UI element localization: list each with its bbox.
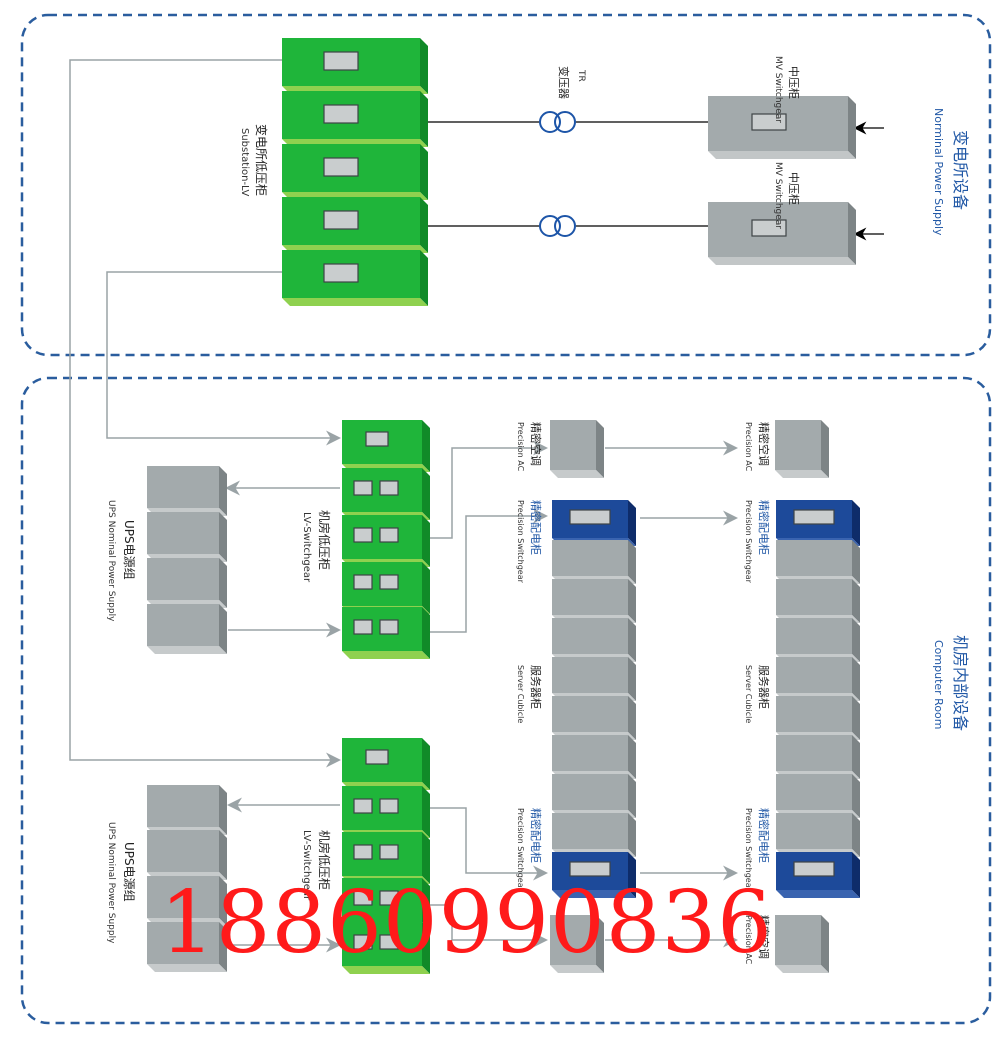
mv-label-en: MV Switchgear	[773, 162, 783, 229]
server-cubicle	[552, 579, 636, 623]
server-cubicle-label-en: Server Cubicle	[744, 665, 753, 723]
ups-cabinet	[147, 785, 227, 835]
precision-switchgear-label-cn: 精密配电柜	[529, 500, 543, 555]
lv-switchgear-cabinet	[342, 468, 430, 520]
server-cubicle-label-en: Server Cubicle	[516, 665, 525, 723]
mv-switchgear-cabinet	[708, 202, 856, 265]
precision-switchgear-label-en: Precision Switchgear	[516, 808, 525, 892]
server-cubicle	[552, 813, 636, 857]
precision-ac-unit	[550, 420, 604, 478]
server-cubicle	[776, 540, 860, 584]
server-cubicle-label-cn: 服务器柜	[757, 665, 770, 709]
lv-switchgear-cabinet	[342, 607, 430, 659]
server-cubicle	[776, 618, 860, 662]
server-cubicle	[552, 657, 636, 701]
mv-switchgear-cabinet	[708, 96, 856, 159]
lv-switchgear-cabinet	[342, 738, 430, 790]
precision-switchgear-cabinet	[552, 500, 636, 546]
precision-ac-unit	[775, 915, 829, 973]
precision-switchgear-label-cn: 精密配电柜	[757, 808, 771, 863]
ups-cabinet	[147, 922, 227, 972]
lv-switchgear-cabinet	[342, 922, 430, 974]
substation-lv-cabinet	[282, 91, 428, 147]
server-cubicle	[776, 774, 860, 818]
ups-cabinet	[147, 512, 227, 562]
ups-cabinet	[147, 466, 227, 516]
precision-switchgear-label-cn: 精密配电柜	[529, 808, 543, 863]
precision-ac-label-en: Precision AC	[516, 422, 525, 472]
server-cubicle	[776, 579, 860, 623]
lv-switchgear-cabinet	[342, 420, 430, 472]
mv-label-cn: 中压柜	[787, 172, 800, 205]
ups-cabinet	[147, 604, 227, 654]
precision-switchgear-label-cn: 精密配电柜	[757, 500, 771, 555]
precision-switchgear-cabinet	[776, 500, 860, 546]
substation-lv-cabinet	[282, 38, 428, 94]
ups-label-cn: UPS电源组	[122, 842, 136, 902]
connection-lines	[69, 59, 738, 953]
server-cubicle	[776, 735, 860, 779]
lv-switchgear-cabinet	[342, 878, 430, 930]
mv-label-en: MV Switchgear	[773, 56, 783, 123]
hv-lines	[428, 121, 884, 241]
section-title-room-cn: 机房内部设备	[951, 635, 970, 731]
precision-switchgear-cabinet	[776, 852, 860, 898]
server-cubicle-label-cn: 服务器柜	[529, 665, 542, 709]
server-cubicle	[552, 774, 636, 818]
lv-switchgear-label-cn: 机房低压柜	[317, 510, 332, 570]
ups-label-en: UPS Nominal Power Supply	[106, 822, 116, 944]
phone-watermark: 18860990836	[160, 873, 773, 973]
substation-lv-cabinet	[282, 250, 428, 306]
precision-ac-label-cn: 精密空调	[529, 422, 543, 466]
lv-switchgear-label-cn: 机房低压柜	[317, 830, 332, 890]
section-border-room	[20, 376, 992, 1025]
server-cubicle	[552, 735, 636, 779]
ups-label-en: UPS Nominal Power Supply	[106, 500, 116, 622]
lv-switchgear-cabinet	[342, 515, 430, 567]
server-cubicle	[776, 657, 860, 701]
precision-switchgear-cabinet	[552, 852, 636, 898]
ups-cabinet	[147, 558, 227, 608]
precision-switchgear-label-en: Precision Switchgear	[744, 500, 753, 584]
substation-label-cn: 变电所低压柜	[254, 124, 269, 196]
lv-switchgear-cabinet	[342, 786, 430, 838]
lv-switchgear-label-en: LV-Switchgear	[301, 512, 312, 583]
lv-switchgear-cabinet	[342, 562, 430, 614]
server-cubicle	[776, 696, 860, 740]
lv-switchgear-label-en: LV-Switchgear	[301, 830, 312, 901]
server-cubicle	[552, 618, 636, 662]
precision-switchgear-label-en: Precision Switchgear	[516, 500, 525, 584]
server-cubicle	[552, 696, 636, 740]
section-title-room-en: Computer Room	[932, 640, 945, 730]
ups-cabinet	[147, 830, 227, 880]
server-cubicle	[776, 813, 860, 857]
precision-ac-unit	[775, 420, 829, 478]
transformer-symbol	[539, 111, 576, 237]
substation-lv-cabinet	[282, 197, 428, 253]
mv-label-cn: 中压柜	[787, 66, 800, 99]
section-title-supply-en: Norminal Power Supply	[932, 108, 945, 236]
substation-label-en: Substation-LV	[239, 128, 250, 197]
precision-ac-label-cn: 精密空调	[757, 422, 771, 466]
precision-ac-label-cn: 精密空调	[757, 915, 771, 959]
substation-lv-cabinet	[282, 144, 428, 200]
ups-label-cn: UPS电源组	[122, 520, 136, 580]
transformer-label-en: TR	[576, 69, 586, 82]
section-border-supply	[20, 13, 992, 357]
precision-ac-unit	[550, 915, 604, 973]
precision-ac-label-en: Precision AC	[744, 915, 753, 965]
transformer-label-cn: 变压器	[557, 66, 571, 99]
precision-switchgear-label-en: Precision Switchgear	[744, 808, 753, 892]
precision-ac-label-en: Precision AC	[744, 422, 753, 472]
section-title-supply-cn: 变电所设备	[951, 130, 970, 210]
server-cubicle	[552, 540, 636, 584]
